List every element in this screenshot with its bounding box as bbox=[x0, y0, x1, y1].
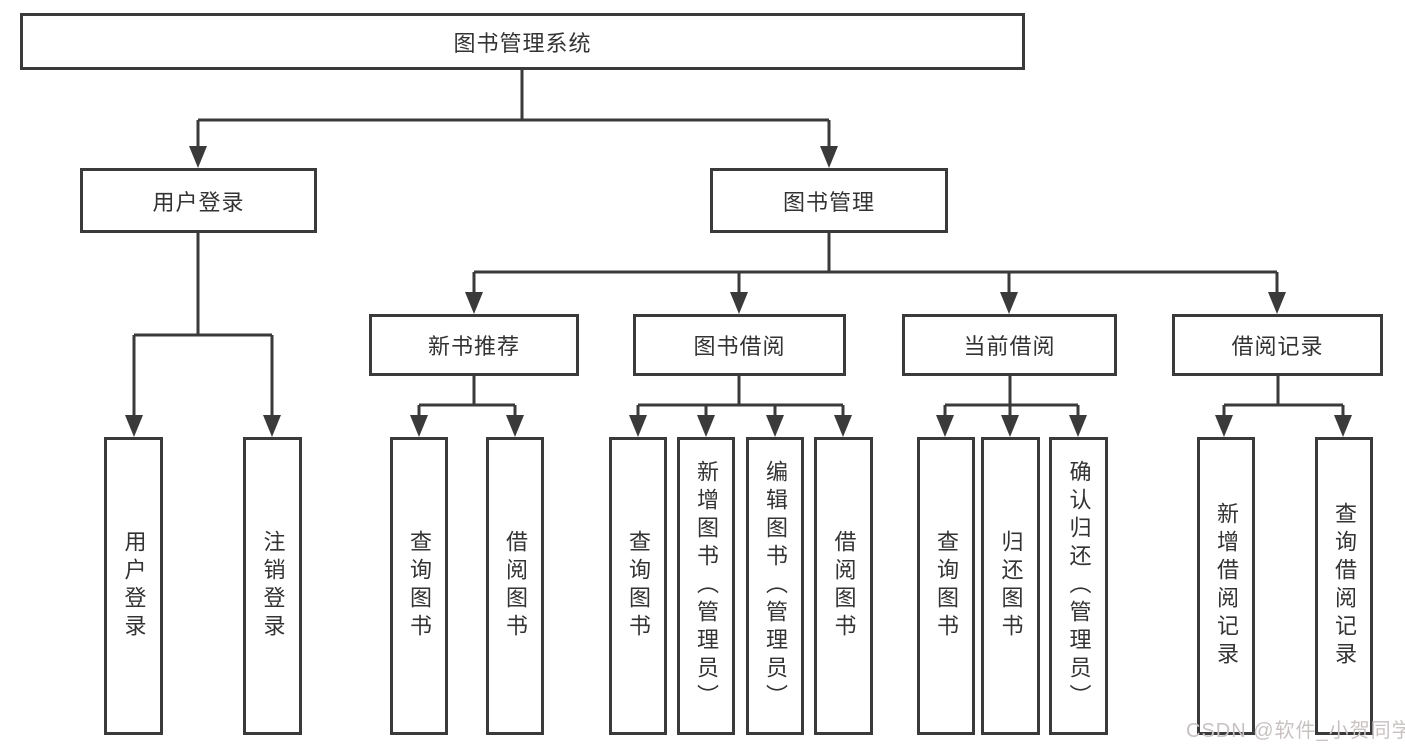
leaf-confirm-return-admin: 确认归还（管理员） bbox=[1049, 437, 1108, 735]
node-root-system: 图书管理系统 bbox=[20, 13, 1025, 70]
leaf-current-query-books: 查询图书 bbox=[917, 437, 975, 735]
leaf-borrow-books: 借阅图书 bbox=[814, 437, 873, 735]
node-book-borrow: 图书借阅 bbox=[633, 314, 846, 376]
csdn-watermark: CSDN @软件_小贺同学 bbox=[1186, 720, 1405, 742]
node-current-borrow: 当前借阅 bbox=[902, 314, 1117, 376]
leaf-recommend-query-books: 查询图书 bbox=[390, 437, 448, 735]
node-user-login: 用户登录 bbox=[80, 168, 317, 233]
node-new-book-recommend: 新书推荐 bbox=[369, 314, 579, 376]
node-borrow-records: 借阅记录 bbox=[1172, 314, 1383, 376]
leaf-logout: 注销登录 bbox=[243, 437, 302, 735]
leaf-borrow-query-books: 查询图书 bbox=[609, 437, 667, 735]
leaf-add-borrow-record: 新增借阅记录 bbox=[1197, 437, 1255, 735]
leaf-query-borrow-record: 查询借阅记录 bbox=[1315, 437, 1373, 735]
leaf-edit-books-admin: 编辑图书（管理员） bbox=[746, 437, 804, 735]
leaf-user-login: 用户登录 bbox=[104, 437, 163, 735]
leaf-add-books-admin: 新增图书（管理员） bbox=[677, 437, 735, 735]
node-book-management: 图书管理 bbox=[710, 168, 948, 233]
leaf-recommend-borrow-books: 借阅图书 bbox=[486, 437, 544, 735]
leaf-return-books: 归还图书 bbox=[981, 437, 1040, 735]
